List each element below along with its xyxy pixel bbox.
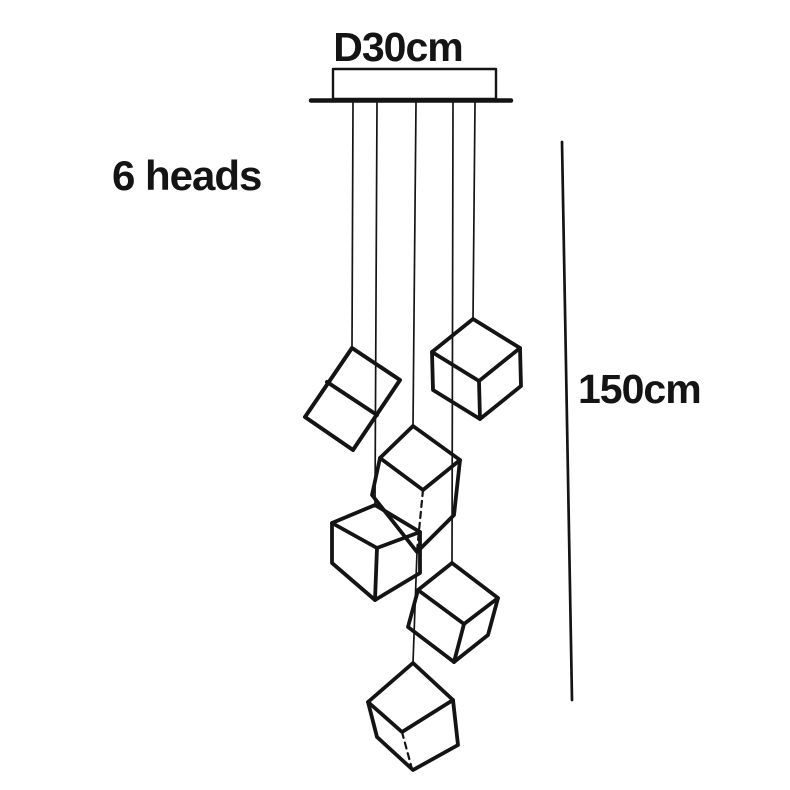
suspension-wire-2 — [374, 102, 378, 505]
cube-head-1 — [430, 317, 523, 421]
height-measure-line — [560, 140, 574, 702]
suspension-wire-4 — [451, 102, 454, 563]
diameter-label: D30cm — [333, 24, 462, 70]
suspension-wire-1 — [351, 102, 354, 348]
cube-front-edge — [477, 379, 482, 421]
height-label: 150cm — [578, 366, 701, 412]
heads-count-label: 6 heads — [112, 152, 261, 199]
cube-head-3 — [370, 424, 462, 554]
cube-hidden-edge-dashed — [415, 488, 425, 553]
cube-head-6 — [366, 661, 460, 772]
cube-fold-edge — [325, 380, 379, 417]
cube-hidden-edge-dashed — [400, 730, 414, 771]
suspension-wire-5 — [472, 102, 476, 320]
line-art-group — [303, 67, 574, 772]
cube-front-edge — [373, 546, 379, 602]
cube-head-5 — [406, 561, 500, 664]
cube-outline — [303, 346, 402, 452]
labels-group: D30cm 6 heads 150cm — [112, 24, 702, 412]
cube-head-2 — [303, 346, 402, 452]
suspension-wire-3 — [412, 102, 417, 427]
cube-front-edge — [452, 622, 466, 664]
cube-head-4 — [330, 503, 422, 602]
